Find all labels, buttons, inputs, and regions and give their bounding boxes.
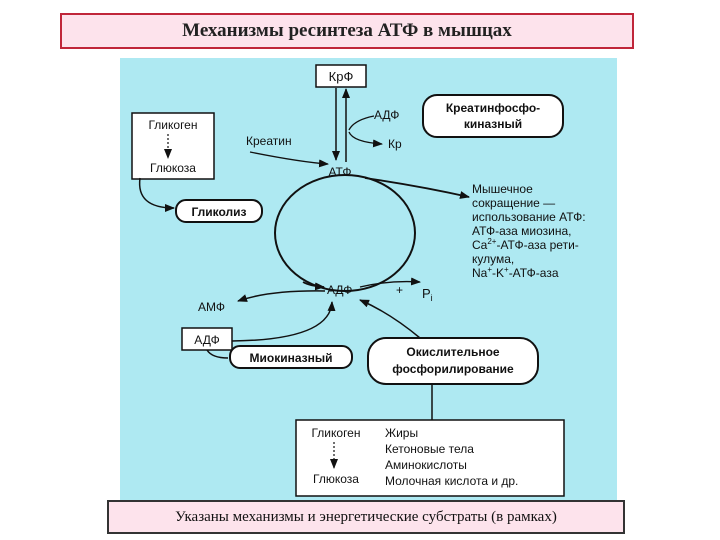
atp-cycle [274, 174, 416, 292]
myokinase-label: Миокиназный [250, 351, 333, 365]
plus-sign: + [396, 283, 403, 297]
adf-mid-label: АДФ [327, 283, 352, 297]
substrates-box [295, 419, 565, 497]
kp-label: КрФ [329, 69, 354, 84]
sub-amino-label: Аминокислоты [385, 458, 467, 472]
kr-out-arrow [348, 131, 383, 148]
muscle-line-1: Мышечное [472, 182, 533, 196]
myokinase-box [229, 345, 353, 369]
page-title: Механизмы ресинтеза АТФ в мышцах [182, 20, 512, 41]
title-box: Механизмы ресинтеза АТФ в мышцах [60, 13, 634, 49]
oxphos-box [367, 337, 539, 385]
sub-ketones-label: Кетоновые тела [385, 442, 474, 456]
glucose-label: Глюкоза [150, 161, 196, 175]
oxphos-label-1: Окислительное [406, 345, 500, 359]
creatine-kinase-label-1: Креатинфосфо- [446, 101, 540, 115]
diagram-svg: КрФ АДФ Кр Креатинфосфо- киназный Креати… [131, 64, 586, 497]
kp-box [315, 64, 367, 88]
muscle-line-2: сокращение — [472, 196, 555, 210]
muscle-line-4: АТФ-аза миозина, [472, 224, 572, 238]
kreatin-label: Креатин [246, 134, 292, 148]
diagram-panel: КрФ АДФ Кр Креатинфосфо- киназный Креати… [120, 58, 617, 500]
myokinase-loop-arrow [231, 301, 336, 342]
muscle-line-7: Na+-K+-АТФ-аза [472, 265, 559, 280]
muscle-line-3: использование АТФ: [472, 210, 586, 224]
glycogen-label: Гликоген [148, 118, 197, 132]
glycolysis-box [175, 199, 263, 223]
amf-label: АМФ [198, 300, 225, 314]
cycle-arrow-left [302, 281, 325, 291]
oxphos-to-adf-arrow [359, 299, 421, 339]
adf-box-link [206, 349, 229, 359]
sub-glycogen-label: Гликоген [311, 426, 360, 440]
adf-top-label: АДФ [374, 108, 399, 122]
sub-glucose-label: Глюкоза [313, 472, 359, 486]
cycle-arrow-right [364, 177, 470, 199]
adf-in-arrow [348, 115, 375, 131]
muscle-line-5: Ca2+-АТФ-аза рети- [472, 237, 579, 252]
pi-label: Pi [422, 286, 433, 303]
muscle-line-6: кулума, [472, 252, 514, 266]
adf-to-amf-arrow [237, 290, 326, 302]
creatine-kinase-box [422, 94, 564, 138]
glucose-to-glycolysis-arrow [138, 177, 175, 212]
caption-box: Указаны механизмы и энергетические субст… [107, 500, 625, 534]
pi-arrow [359, 277, 421, 288]
kr-label: Кр [388, 137, 402, 151]
oxphos-label-2: фосфорилирование [392, 362, 514, 376]
sub-fats-label: Жиры [385, 426, 418, 440]
adf-box-label: АДФ [194, 333, 219, 347]
caption-text: Указаны механизмы и энергетические субст… [175, 508, 557, 525]
creatine-kinase-label-2: киназный [464, 117, 522, 131]
kreatin-arrow [249, 151, 329, 168]
glycolysis-label: Гликолиз [191, 205, 246, 219]
sub-lactic-label: Молочная кислота и др. [385, 474, 518, 488]
glycogen-glucose-box [131, 112, 215, 180]
